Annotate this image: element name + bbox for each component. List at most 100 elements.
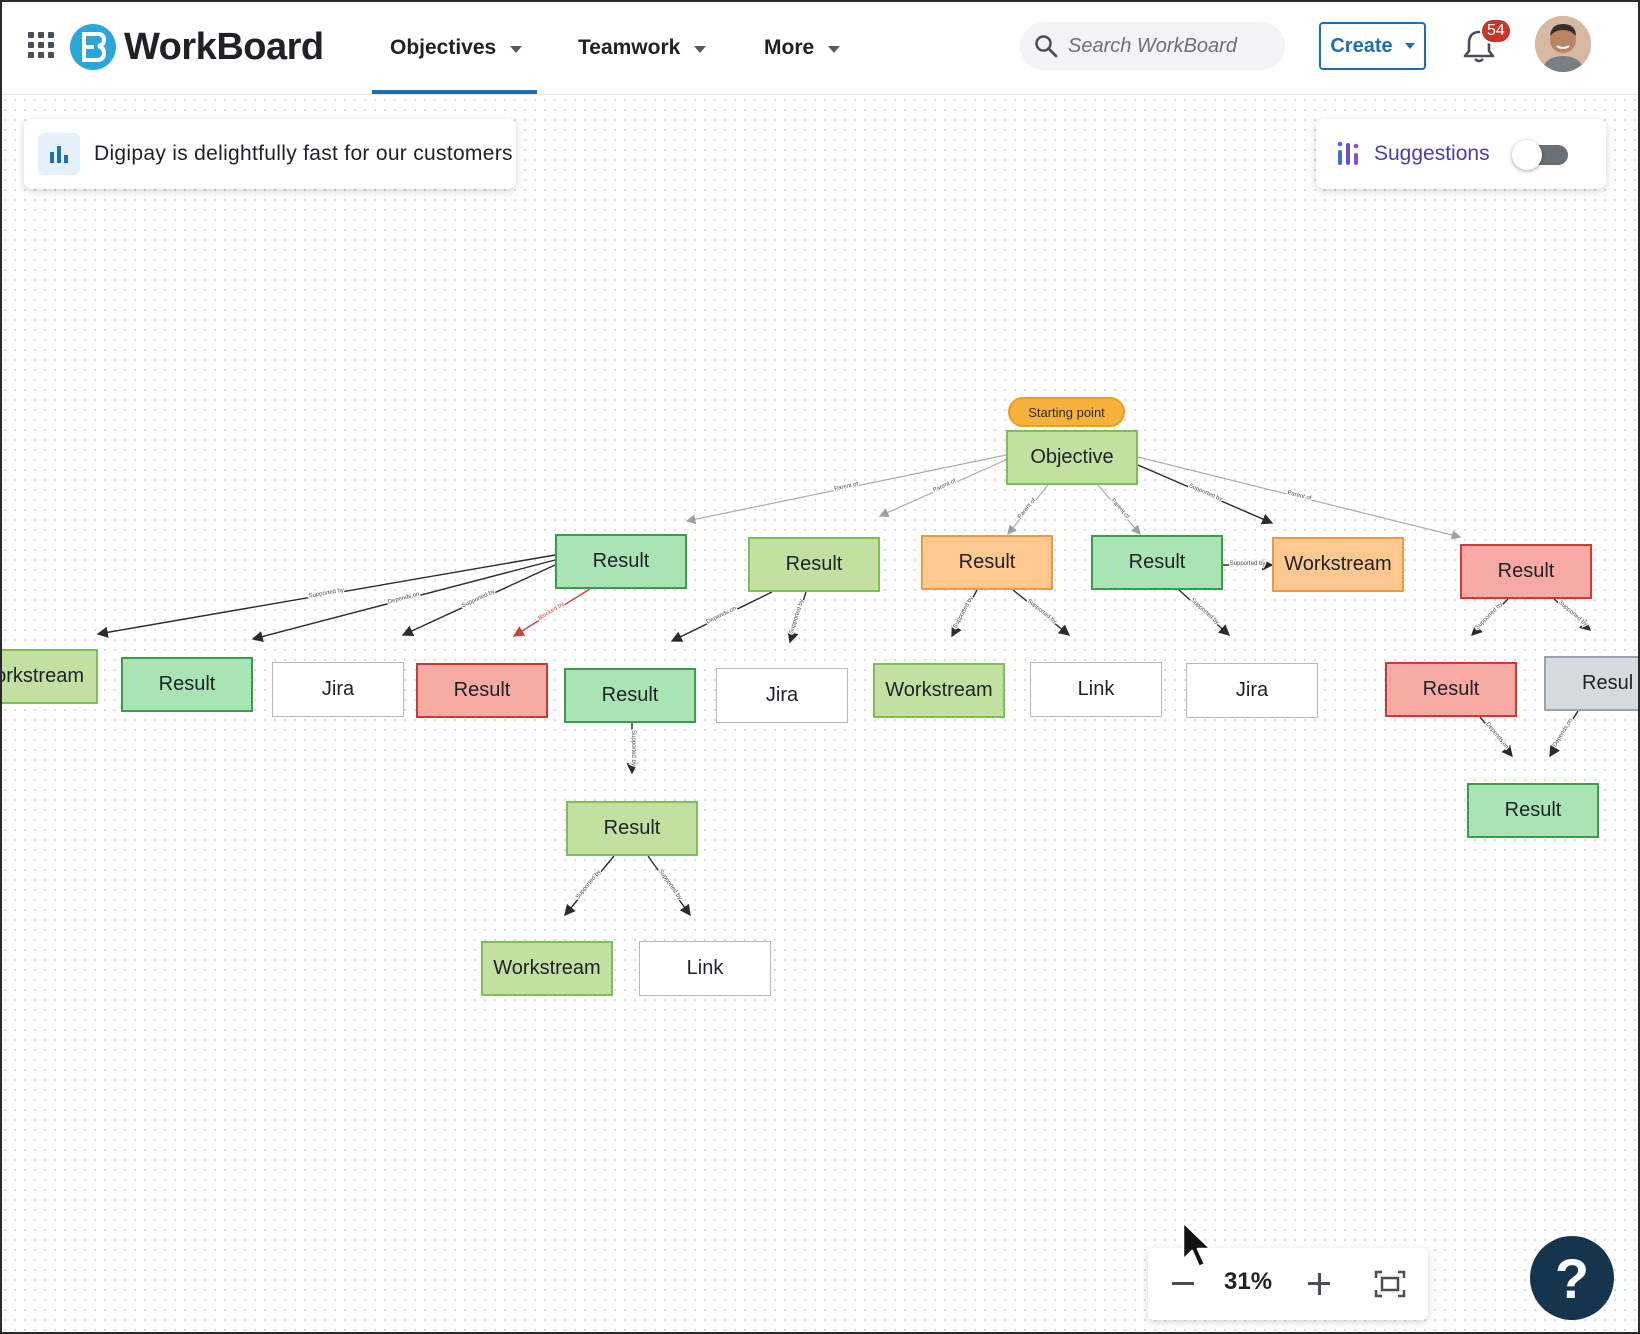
diagram-edge-label: Supported by (657, 869, 683, 902)
diagram-edge (401, 564, 556, 636)
diagram-node-w4[interactable]: Workstream (481, 941, 613, 996)
diagram-edge-label: Depends on (387, 592, 420, 606)
diagram-node-w2[interactable]: orkstream (0, 649, 98, 704)
diagram-node-r4[interactable]: Result (1091, 535, 1223, 590)
nav-teamwork[interactable]: Teamwork (578, 28, 707, 68)
diagram-node-l1[interactable]: Link (1030, 662, 1162, 717)
fit-to-screen-icon[interactable] (1374, 1270, 1406, 1298)
search-input[interactable]: Search WorkBoard (1020, 22, 1285, 70)
chevron-down-icon (1404, 43, 1415, 49)
diagram-edge-label: Supported by (952, 595, 974, 629)
diagram-edge (1137, 464, 1274, 525)
diagram-edge-label: Supported by (1230, 561, 1266, 567)
diagram-edge-label: Supported by (1026, 598, 1058, 625)
diagram-edge (685, 454, 1007, 524)
diagram-edge (564, 855, 615, 917)
top-nav-bar: WorkBoard Objectives Teamwork More Searc… (0, 0, 1640, 95)
app-grid-icon[interactable] (28, 32, 56, 60)
diagram-node-r3[interactable]: Result (921, 535, 1053, 590)
diagram-node-w3[interactable]: Workstream (873, 663, 1005, 718)
avatar[interactable] (1535, 16, 1591, 72)
diagram-edge-label: Supported by (1188, 483, 1223, 503)
nav-objectives-label: Objectives (390, 36, 497, 59)
nav-more[interactable]: More (764, 28, 841, 68)
diagram-edge-label: Supported by (308, 588, 344, 600)
diagram-edge-label: Depends on (706, 606, 738, 626)
diagram-edge (1007, 484, 1049, 535)
suggestions-panel: Suggestions (1316, 119, 1606, 189)
diagram-edge (670, 591, 773, 642)
diagram-edge-label: Depends on (1552, 718, 1574, 749)
zoom-level: 31% (1224, 1268, 1273, 1295)
diagram-edge (647, 855, 691, 917)
nav-objectives[interactable]: Objectives (390, 28, 523, 68)
diagram-edge (951, 589, 978, 638)
suggestions-label: Suggestions (1374, 142, 1490, 165)
create-button-label: Create (1330, 34, 1393, 57)
active-nav-indicator (372, 90, 537, 94)
diagram-edge-label: Blocked by (537, 601, 565, 622)
diagram-node-obj[interactable]: Objective (1006, 430, 1138, 485)
starting-point-badge: Starting point (1008, 397, 1125, 427)
diagram-node-r5[interactable]: Result (1460, 544, 1592, 599)
diagram-edge (1471, 598, 1509, 636)
diagram-node-r6[interactable]: Result (121, 657, 253, 712)
nav-teamwork-label: Teamwork (578, 36, 681, 59)
diagram-edge-label: Supported by (1189, 598, 1220, 626)
objective-title-card[interactable]: Digipay is delightfully fast for our cus… (24, 119, 516, 189)
brand-name: WorkBoard (124, 25, 324, 68)
workboard-logo-icon (70, 24, 116, 70)
diagram-edge (1553, 598, 1592, 631)
search-placeholder: Search WorkBoard (1068, 34, 1237, 57)
diagram-edge-label: Parent of (1287, 490, 1312, 502)
diagram-node-l2[interactable]: Link (639, 941, 771, 996)
create-button[interactable]: Create (1319, 22, 1426, 70)
chevron-down-icon (694, 45, 707, 53)
map-canvas[interactable]: Digipay is delightfully fast for our cus… (0, 95, 1640, 1334)
diagram-edge (1012, 589, 1071, 636)
diagram-node-r10[interactable]: Resul (1544, 656, 1640, 711)
diagram-edge-label: Depends on (1484, 721, 1509, 750)
diagram-node-r9[interactable]: Result (1385, 662, 1517, 717)
diagram-edge (787, 591, 807, 644)
diagram-node-r2[interactable]: Result (748, 537, 880, 592)
diagram-edge-label: Supported by (630, 730, 636, 766)
diagram-node-w1[interactable]: Workstream (1272, 537, 1404, 592)
diagram-edge-label: Parent of (834, 482, 859, 493)
diagram-edge (1549, 710, 1579, 758)
chevron-down-icon (510, 45, 523, 53)
nav-more-label: More (764, 36, 815, 59)
zoom-out-button[interactable] (1172, 1282, 1194, 1285)
diagram-edge-label: Supported by (461, 589, 496, 609)
diagram-edge-label: Supported by (1475, 602, 1504, 631)
brand[interactable]: WorkBoard (70, 22, 324, 72)
diagram-node-r7[interactable]: Result (416, 663, 548, 718)
diagram-edge (96, 554, 556, 638)
diagram-edge (1137, 456, 1462, 540)
suggestions-toggle[interactable] (1512, 140, 1568, 170)
diagram-node-r12[interactable]: Result (1467, 783, 1599, 838)
zoom-in-button-bar[interactable] (1317, 1273, 1321, 1295)
diagram-node-j1[interactable]: Jira (272, 662, 404, 717)
diagram-node-r1[interactable]: Result (555, 534, 687, 589)
suggestions-icon (1337, 141, 1359, 165)
diagram-edges: Parent of Parent of Parent of Parent of Supp… (96, 454, 1592, 917)
diagram-edge-label: Supported by (1557, 600, 1588, 628)
diagram-edge (1178, 589, 1231, 636)
diagram-edge (512, 588, 591, 637)
bar-chart-icon (38, 133, 80, 175)
search-icon (1035, 35, 1058, 58)
diagram-edge-label: Parent of (1110, 498, 1131, 521)
diagram-node-r8[interactable]: Result (564, 668, 696, 723)
diagram-node-j3[interactable]: Jira (1186, 663, 1318, 718)
diagram-node-j2[interactable]: Jira (716, 668, 848, 723)
notification-badge[interactable]: 54 (1480, 18, 1512, 44)
diagram-edge (878, 457, 1011, 517)
diagram-edge (251, 559, 556, 642)
diagram-edge-label: Supported by (575, 869, 602, 900)
help-button[interactable]: ? (1530, 1236, 1614, 1320)
objective-title: Digipay is delightfully fast for our cus… (94, 142, 513, 165)
diagram-node-r11[interactable]: Result (566, 801, 698, 856)
diagram-edge-label: Parent of (932, 478, 957, 494)
diagram-edge (1097, 484, 1141, 535)
